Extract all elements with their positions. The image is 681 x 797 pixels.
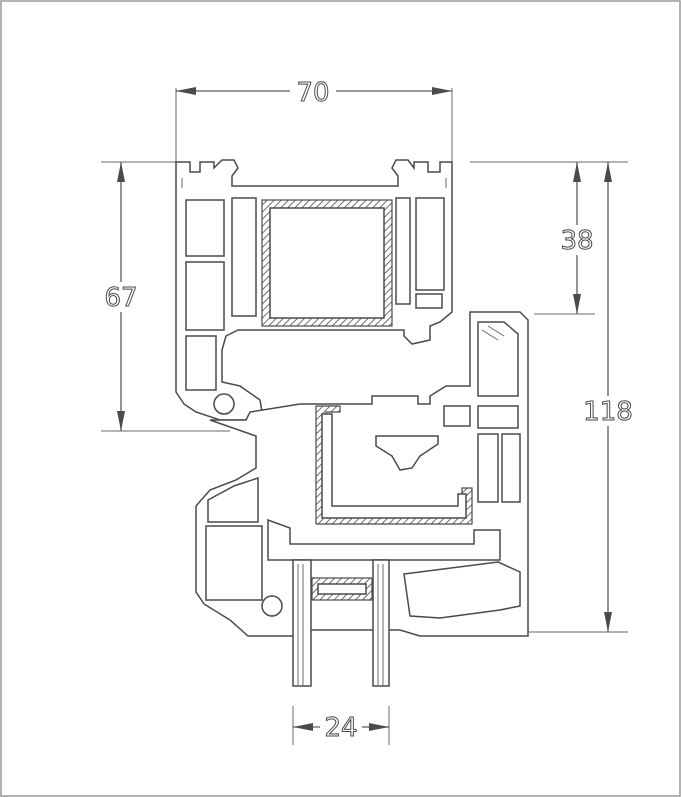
sash-profile [195,311,529,637]
frame-profile [175,159,453,421]
dimension-height-left: 67 [100,161,230,432]
dim-label-70: 70 [296,78,329,108]
insulated-glass-unit [292,559,390,687]
dim-label-38: 38 [560,226,593,256]
dim-label-24: 24 [324,713,357,743]
dimension-height-right-upper: 38 [470,161,628,315]
dim-label-118: 118 [583,397,633,427]
dimension-width-top: 70 [175,78,453,162]
dimension-glass-width: 24 [292,706,390,745]
dim-label-67: 67 [104,283,137,313]
